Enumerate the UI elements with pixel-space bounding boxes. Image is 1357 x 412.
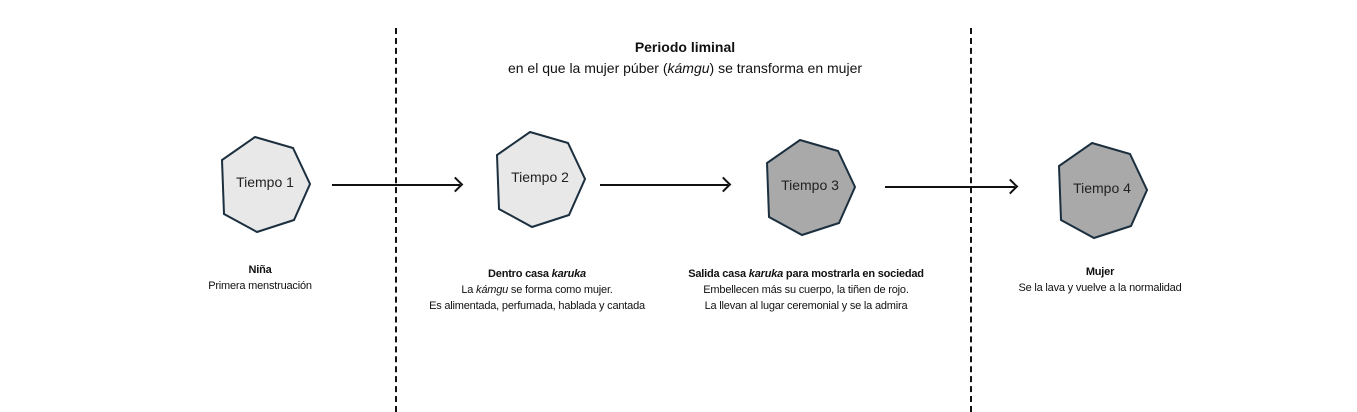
arrow-1-to-2: [332, 176, 464, 193]
node-label: Tiempo 4: [1073, 180, 1131, 196]
heptagon-shape: [765, 139, 856, 237]
arrowhead-icon: [447, 176, 464, 193]
subtitle-text: ) se transforma en mujer: [709, 60, 863, 76]
node-label: Tiempo 3: [781, 177, 839, 193]
liminal-start-divider: [395, 28, 397, 412]
node-tiempo-2: Tiempo 2: [494, 131, 586, 229]
subtitle-text: en el que la mujer púber (: [507, 60, 668, 76]
period-subtitle: en el que la mujer púber (kámgu) se tran…: [385, 60, 985, 76]
description-line: Se la lava y vuelve a la normalidad: [1018, 282, 1182, 294]
arrow-3-to-4: [885, 178, 1019, 195]
description-tiempo-2: Dentro casa karuka La kámgu se forma com…: [377, 266, 697, 314]
description-tiempo-1: Niña Primera menstruación: [100, 262, 420, 294]
arrowhead-icon: [1002, 178, 1019, 195]
node-label: Tiempo 1: [236, 174, 294, 190]
node-label: Tiempo 2: [511, 169, 569, 185]
text: Dentro casa: [488, 268, 552, 280]
period-title: Periodo liminal: [634, 39, 736, 55]
liminal-end-divider: [970, 28, 972, 412]
node-tiempo-1: Tiempo 1: [219, 136, 311, 234]
text: se forma como mujer.: [508, 284, 613, 296]
text-italic: kámgu: [476, 284, 509, 296]
description-line: Primera menstruación: [208, 280, 312, 292]
description-line: Es alimentada, perfumada, hablada y cant…: [429, 300, 645, 312]
arrowhead-icon: [715, 176, 732, 193]
text: Salida casa: [688, 268, 749, 280]
arrow-2-to-3: [600, 176, 732, 193]
text: La: [461, 284, 477, 296]
description-title: Niña: [248, 264, 272, 276]
description-line: La llevan al lugar ceremonial y se la ad…: [704, 300, 908, 312]
description-title: Mujer: [1085, 266, 1115, 278]
text-italic: karuka: [551, 268, 586, 280]
heptagon-shape: [1057, 142, 1148, 240]
heptagon-shape: [220, 136, 311, 234]
text: para mostrarla en sociedad: [783, 268, 924, 280]
description-line: Embellecen más su cuerpo, la tiñen de ro…: [703, 284, 909, 296]
description-line: La kámgu se forma como mujer.: [377, 282, 697, 298]
description-tiempo-3: Salida casa karuka para mostrarla en soc…: [646, 266, 966, 314]
heptagon-shape: [495, 131, 586, 229]
subtitle-italic: kámgu: [667, 60, 710, 76]
node-tiempo-3: Tiempo 3: [764, 139, 856, 237]
node-tiempo-4: Tiempo 4: [1056, 142, 1148, 240]
description-tiempo-4: Mujer Se la lava y vuelve a la normalida…: [940, 264, 1260, 296]
text-italic: karuka: [748, 268, 784, 280]
description-title: Salida casa karuka para mostrarla en soc…: [688, 268, 924, 280]
description-title: Dentro casa karuka: [488, 268, 586, 280]
